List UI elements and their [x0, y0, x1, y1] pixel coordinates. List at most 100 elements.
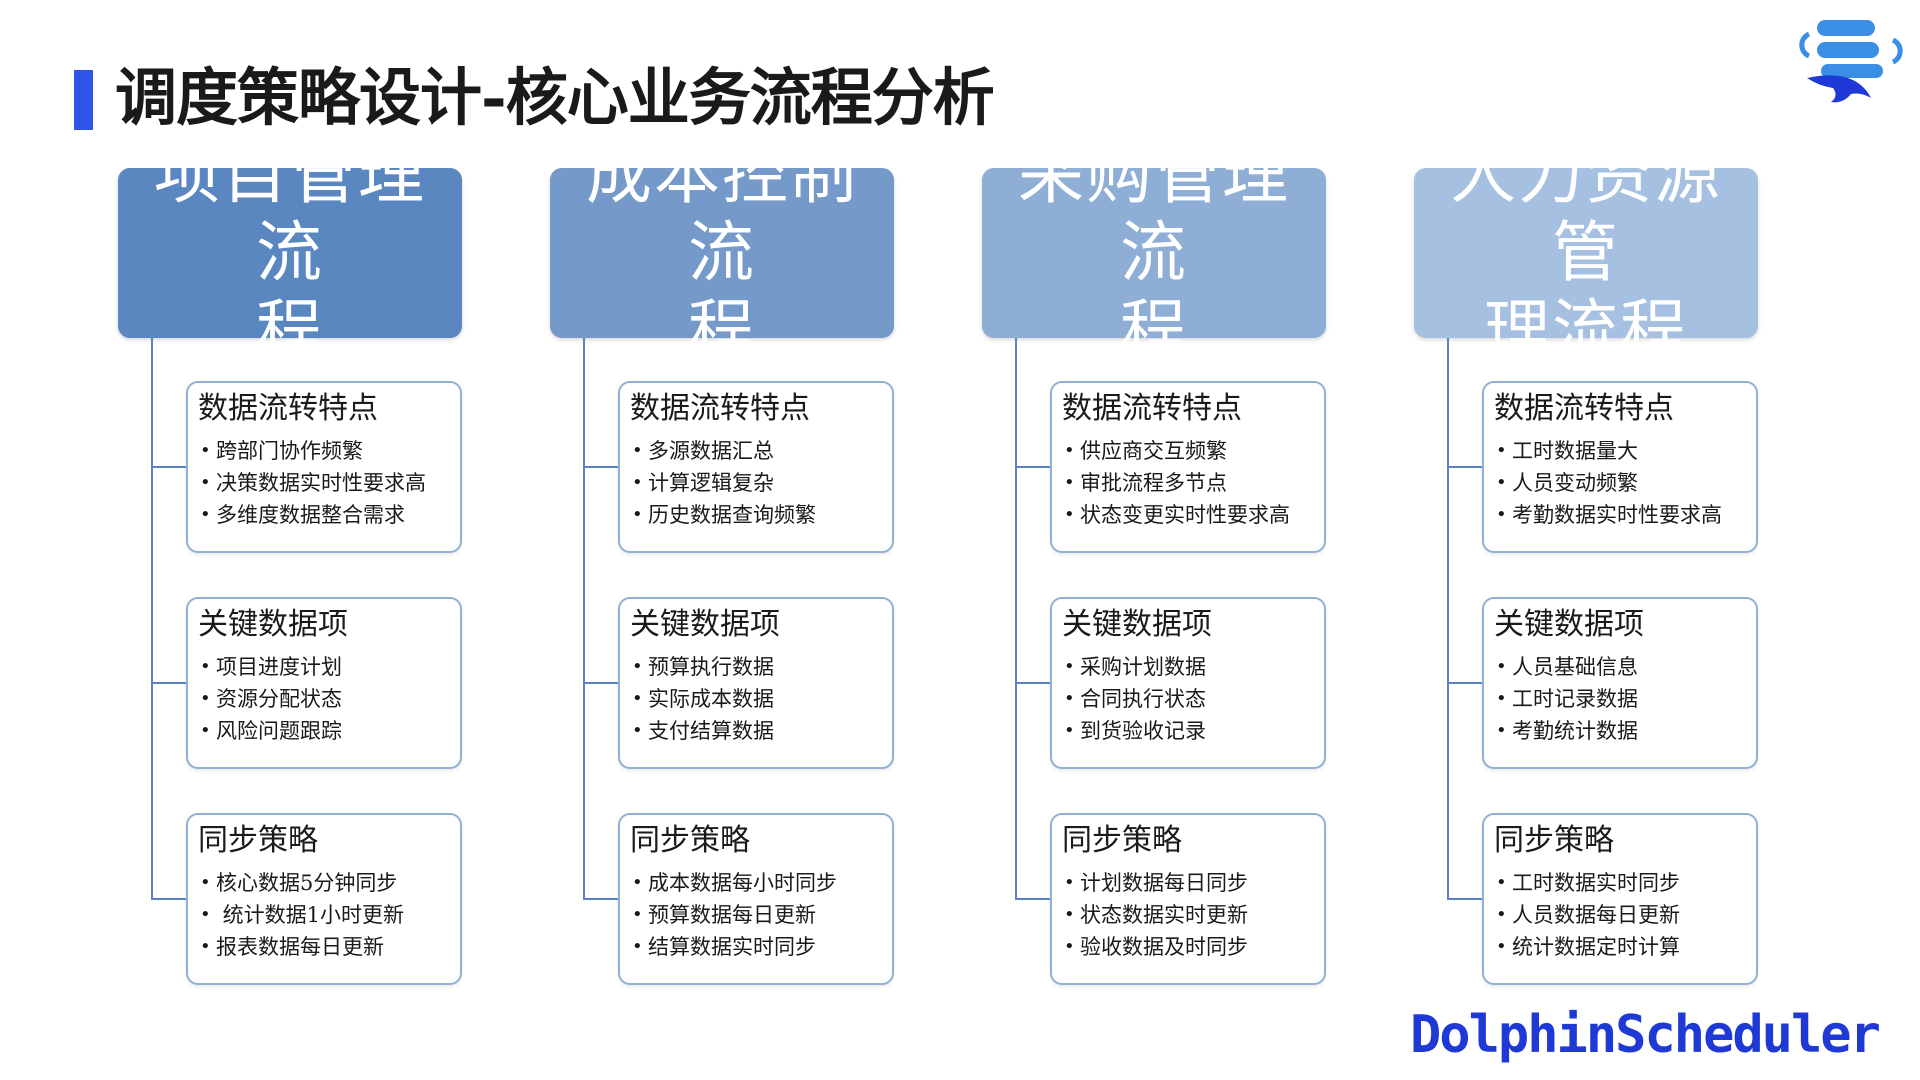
list-item-text: 验收数据及时同步 — [1080, 935, 1248, 959]
list-item-text: 预算数据每日更新 — [648, 903, 816, 927]
card-data-flow: 数据流转特点 •供应商交互频繁 •审批流程多节点 •状态变更实时性要求高 — [1050, 381, 1326, 553]
card-title: 关键数据项 — [1494, 607, 1644, 642]
brand-wordmark: DolphinScheduler — [1410, 1005, 1881, 1065]
list-item-text: 计划数据每日同步 — [1080, 871, 1248, 895]
column-procurement-management: 采购管理流 程 数据流转特点 •供应商交互频繁 •审批流程多节点 •状态变更实时… — [982, 136, 1412, 988]
connector-line — [1447, 338, 1449, 898]
list-item-text: 工时数据实时同步 — [1512, 871, 1680, 895]
list-item: •人员基础信息 — [1496, 655, 1638, 679]
card-data-flow: 数据流转特点 •工时数据量大 •人员变动频繁 •考勤数据实时性要求高 — [1482, 381, 1758, 553]
list-item: •多源数据汇总 — [632, 439, 774, 463]
list-item-text: 成本数据每小时同步 — [648, 871, 837, 895]
connector-branch — [1015, 898, 1050, 900]
list-item-text: 工时记录数据 — [1512, 687, 1638, 711]
list-item: •工时记录数据 — [1496, 687, 1638, 711]
list-item: •项目进度计划 — [200, 655, 342, 679]
list-item-text: 资源分配状态 — [216, 687, 342, 711]
list-item: •验收数据及时同步 — [1064, 935, 1248, 959]
list-item: •合同执行状态 — [1064, 687, 1206, 711]
card-sync-strategy: 同步策略 •核心数据5分钟同步 • 统计数据1小时更新 •报表数据每日更新 — [186, 813, 462, 985]
list-item-text: 供应商交互频繁 — [1080, 439, 1227, 463]
header-line-2: 理流程 — [1484, 292, 1688, 369]
card-title: 同步策略 — [198, 823, 318, 858]
dolphinscheduler-logo-icon — [1799, 20, 1903, 103]
card-key-data: 关键数据项 •预算执行数据 •实际成本数据 •支付结算数据 — [618, 597, 894, 769]
card-title: 同步策略 — [630, 823, 750, 858]
header-line-1: 项目管理流 — [154, 136, 426, 291]
card-data-flow: 数据流转特点 •多源数据汇总 •计算逻辑复杂 •历史数据查询频繁 — [618, 381, 894, 553]
list-item-text: 核心数据5分钟同步 — [216, 871, 398, 895]
list-item: •人员变动频繁 — [1496, 471, 1638, 495]
connector-branch — [1447, 898, 1482, 900]
page-title: 调度策略设计-核心业务流程分析 — [115, 61, 995, 134]
list-item-text: 状态数据实时更新 — [1080, 903, 1248, 927]
list-item-text: 支付结算数据 — [648, 719, 774, 743]
card-key-data: 关键数据项 •采购计划数据 •合同执行状态 •到货验收记录 — [1050, 597, 1326, 769]
list-item-text: 实际成本数据 — [648, 687, 774, 711]
header-line-2: 程 — [1120, 292, 1188, 369]
card-title: 关键数据项 — [630, 607, 780, 642]
header-line-1: 人力资源管 — [1450, 136, 1722, 291]
list-item: •风险问题跟踪 — [200, 719, 342, 743]
list-item: •预算执行数据 — [632, 655, 774, 679]
connector-branch — [1447, 682, 1482, 684]
list-item: •成本数据每小时同步 — [632, 871, 837, 895]
header-line-1: 成本控制流 — [586, 136, 858, 291]
connector-branch — [583, 898, 618, 900]
list-item-text: 状态变更实时性要求高 — [1080, 503, 1290, 527]
connector-line — [583, 338, 585, 898]
column-header: 成本控制流 程 — [550, 136, 894, 369]
card-title: 数据流转特点 — [1494, 391, 1674, 426]
connector-branch — [1015, 682, 1050, 684]
card-title: 同步策略 — [1062, 823, 1182, 858]
list-item: •审批流程多节点 — [1064, 471, 1227, 495]
list-item-text: 考勤统计数据 — [1512, 719, 1638, 743]
list-item: •决策数据实时性要求高 — [200, 471, 426, 495]
header-line-2: 程 — [256, 292, 324, 369]
list-item-text: 统计数据定时计算 — [1512, 935, 1680, 959]
card-title: 关键数据项 — [198, 607, 348, 642]
header-line-1: 采购管理流 — [1018, 136, 1290, 291]
list-item: •预算数据每日更新 — [632, 903, 816, 927]
connector-line — [151, 338, 153, 898]
list-item-text: 报表数据每日更新 — [216, 935, 384, 959]
list-item: •考勤数据实时性要求高 — [1496, 503, 1722, 527]
column-project-management: 项目管理流 程 数据流转特点 •跨部门协作频繁 •决策数据实时性要求高 •多维度… — [118, 136, 548, 988]
list-item-text: 风险问题跟踪 — [216, 719, 342, 743]
list-item: •结算数据实时同步 — [632, 935, 816, 959]
list-item: •工时数据实时同步 — [1496, 871, 1680, 895]
card-key-data: 关键数据项 •人员基础信息 •工时记录数据 •考勤统计数据 — [1482, 597, 1758, 769]
card-sync-strategy: 同步策略 •工时数据实时同步 •人员数据每日更新 •统计数据定时计算 — [1482, 813, 1758, 985]
card-title: 关键数据项 — [1062, 607, 1212, 642]
list-item: •报表数据每日更新 — [200, 935, 384, 959]
connector-branch — [1015, 466, 1050, 468]
list-item-text: 项目进度计划 — [216, 655, 342, 679]
list-item-text: 采购计划数据 — [1080, 655, 1206, 679]
header-line-2: 程 — [688, 292, 756, 369]
list-item-text: 工时数据量大 — [1512, 439, 1638, 463]
card-sync-strategy: 同步策略 •成本数据每小时同步 •预算数据每日更新 •结算数据实时同步 — [618, 813, 894, 985]
connector-line — [1015, 338, 1017, 898]
list-item-text: 人员变动频繁 — [1512, 471, 1638, 495]
list-item-text: 审批流程多节点 — [1080, 471, 1227, 495]
list-item: •工时数据量大 — [1496, 439, 1638, 463]
list-item: •状态变更实时性要求高 — [1064, 503, 1290, 527]
card-title: 数据流转特点 — [198, 391, 378, 426]
list-item-text: 结算数据实时同步 — [648, 935, 816, 959]
card-data-flow: 数据流转特点 •跨部门协作频繁 •决策数据实时性要求高 •多维度数据整合需求 — [186, 381, 462, 553]
list-item: •实际成本数据 — [632, 687, 774, 711]
card-title: 数据流转特点 — [630, 391, 810, 426]
list-item: •供应商交互频繁 — [1064, 439, 1227, 463]
list-item-text: 合同执行状态 — [1080, 687, 1206, 711]
list-item: •资源分配状态 — [200, 687, 342, 711]
connector-branch — [583, 682, 618, 684]
card-key-data: 关键数据项 •项目进度计划 •资源分配状态 •风险问题跟踪 — [186, 597, 462, 769]
connector-branch — [1447, 466, 1482, 468]
list-item-text: 人员数据每日更新 — [1512, 903, 1680, 927]
connector-branch — [151, 682, 186, 684]
column-header: 采购管理流 程 — [982, 136, 1326, 369]
column-human-resources: 人力资源管 理流程 数据流转特点 •工时数据量大 •人员变动频繁 •考勤数据实时… — [1414, 136, 1844, 988]
card-sync-strategy: 同步策略 •计划数据每日同步 •状态数据实时更新 •验收数据及时同步 — [1050, 813, 1326, 985]
list-item: •多维度数据整合需求 — [200, 503, 405, 527]
list-item: •计算逻辑复杂 — [632, 471, 774, 495]
